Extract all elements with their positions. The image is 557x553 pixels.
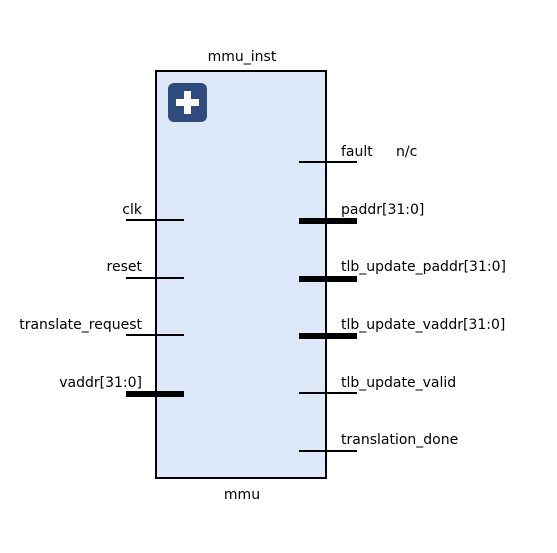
input-pin-reset[interactable] — [126, 277, 184, 279]
output-bus-tlb-update-vaddr[interactable] — [299, 333, 357, 339]
expand-button[interactable] — [168, 83, 207, 122]
input-pin-clk[interactable] — [126, 219, 184, 221]
output-pin-label: tlb_update_vaddr[31:0] — [341, 317, 506, 333]
output-pin-label: tlb_update_valid — [341, 375, 457, 391]
output-bus-tlb-update-paddr[interactable] — [299, 276, 357, 282]
module-block[interactable] — [155, 70, 327, 479]
plus-icon — [176, 91, 199, 114]
output-pin-note: n/c — [396, 144, 418, 160]
input-pin-label: clk — [122, 202, 142, 218]
output-pin-fault[interactable] — [299, 161, 357, 163]
input-pin-label: translate_request — [19, 317, 142, 333]
input-pin-translate-request[interactable] — [126, 334, 184, 336]
output-pin-tlb-update-valid[interactable] — [299, 392, 357, 394]
output-pin-label: tlb_update_paddr[31:0] — [341, 259, 506, 275]
output-bus-paddr[interactable] — [299, 218, 357, 224]
module-name: mmu — [223, 487, 261, 503]
output-pin-label: translation_done — [341, 432, 459, 448]
input-bus-vaddr[interactable] — [126, 391, 184, 397]
output-pin-label: fault — [341, 144, 373, 160]
output-pin-translation-done[interactable] — [299, 450, 357, 452]
instance-name: mmu_inst — [207, 49, 277, 65]
input-pin-label: vaddr[31:0] — [59, 375, 142, 391]
output-pin-label: paddr[31:0] — [341, 202, 425, 218]
input-pin-label: reset — [106, 259, 142, 275]
